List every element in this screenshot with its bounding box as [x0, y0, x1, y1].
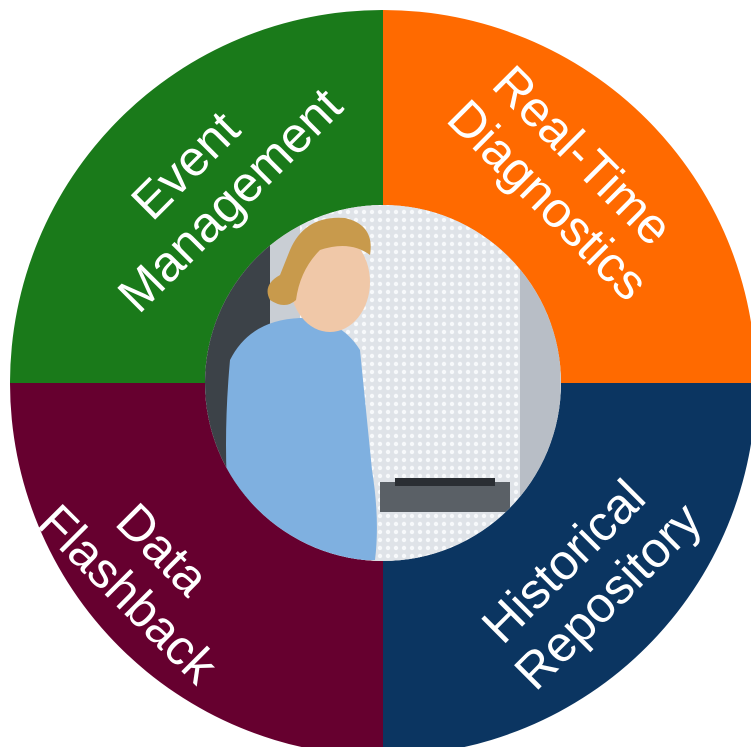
segment-historical-repository: [383, 383, 751, 747]
segment-real-time-diagnostics: [383, 10, 751, 383]
segment-data-flashback: [10, 383, 383, 747]
segment-event-management: [10, 10, 383, 383]
person-figure: [226, 217, 510, 560]
